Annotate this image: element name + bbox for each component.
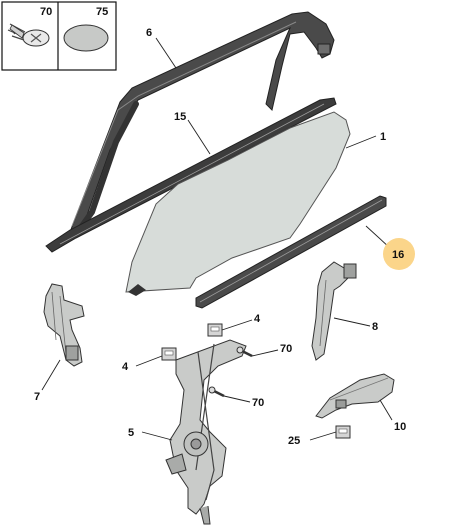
callout-70-lower: 70 <box>252 397 264 409</box>
callout-7: 7 <box>34 391 40 403</box>
callout-8: 8 <box>372 321 378 333</box>
legend-number-70: 70 <box>40 6 52 18</box>
rear-guide-rail <box>43 283 85 367</box>
front-guide-rail <box>311 261 357 361</box>
glass-mark-icon <box>128 284 146 296</box>
callout-6: 6 <box>146 27 152 39</box>
regulator-motor <box>315 373 395 419</box>
callout-1: 1 <box>380 131 386 143</box>
callout-15: 15 <box>174 111 186 123</box>
clip-lower <box>161 347 177 361</box>
regulator-screw-lower <box>208 386 225 398</box>
regulator-screw-upper <box>236 346 253 358</box>
outer-belt-seal <box>195 195 387 309</box>
callout-4-upper: 4 <box>254 313 261 325</box>
inner-belt-strip <box>45 97 337 253</box>
screw-icon <box>7 23 50 47</box>
callout-16: 16 <box>392 249 404 261</box>
door-frame-seal <box>54 11 335 245</box>
window-regulator <box>165 339 247 525</box>
callout-10: 10 <box>394 421 406 433</box>
callout-4-lower: 4 <box>122 361 129 373</box>
connector <box>335 425 351 439</box>
legend-number-75: 75 <box>96 6 108 18</box>
window-glass <box>125 111 351 293</box>
clip-upper <box>207 323 223 337</box>
oval-pad-icon <box>63 24 109 52</box>
callout-70-upper: 70 <box>280 343 292 355</box>
callout-5: 5 <box>128 427 134 439</box>
callout-16-highlight <box>383 238 415 270</box>
callout-25: 25 <box>288 435 300 447</box>
legend-box: 70 75 <box>1 1 117 71</box>
